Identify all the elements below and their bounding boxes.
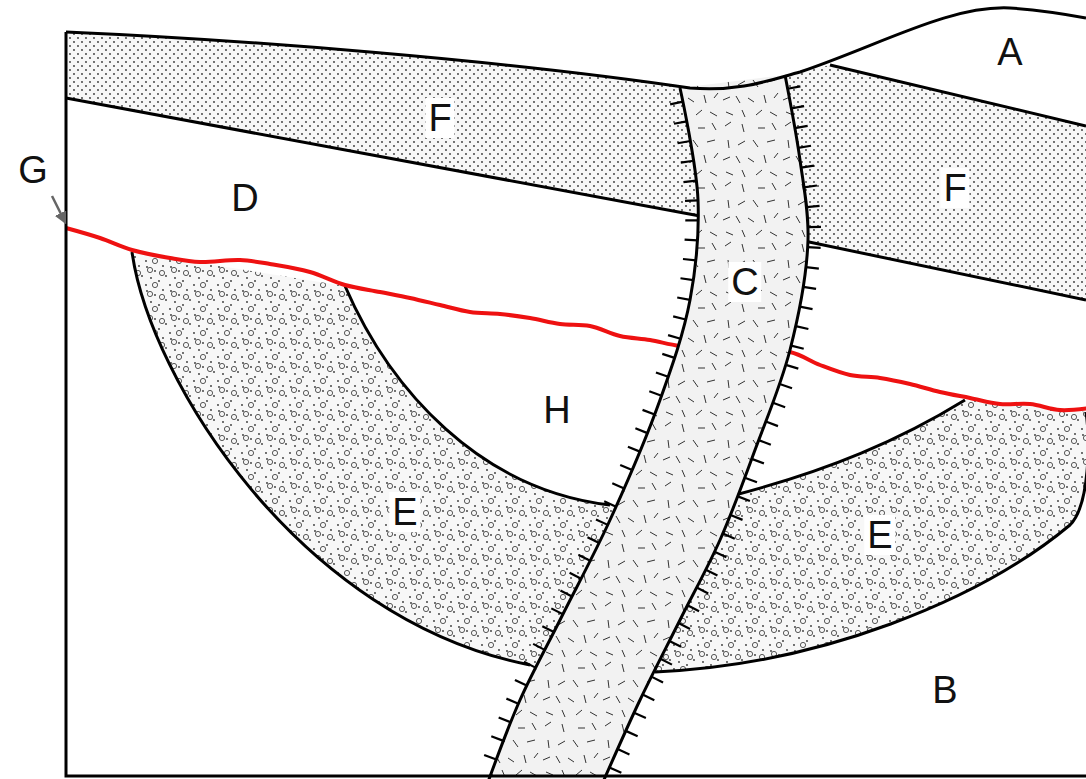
contact-tick (651, 677, 663, 683)
contact-tick (634, 713, 646, 718)
contact-tick (618, 749, 630, 754)
contact-tick (656, 373, 668, 377)
contact-tick (673, 316, 686, 319)
contact-tick (800, 307, 813, 309)
unconformity-line (66, 228, 1086, 410)
contact-tick (660, 659, 672, 665)
contact-tick (715, 552, 727, 558)
contact-tick (685, 239, 698, 242)
contact-tick (635, 428, 647, 433)
contact-tick (643, 410, 655, 415)
contact-tick (579, 555, 591, 561)
contact-tick (506, 699, 518, 704)
contact-tick (628, 447, 640, 452)
layer-f-right (770, 65, 1086, 300)
contact-tick (804, 185, 817, 187)
contact-tick (795, 126, 808, 128)
ground-surface (66, 8, 1086, 89)
contact-tick (806, 267, 819, 268)
contact-tick (791, 346, 804, 349)
contact-tick (551, 608, 563, 614)
contact-tick (677, 298, 690, 300)
contact-tick (542, 626, 554, 632)
contact-tick (697, 587, 709, 593)
contact-tick (808, 226, 821, 229)
contact-tick (803, 287, 816, 289)
contact-tick (780, 384, 792, 388)
contact-tick (796, 326, 809, 329)
contact-tick (560, 590, 572, 596)
contact-line (830, 65, 1086, 126)
contact-tick (533, 644, 545, 650)
contact-tick (596, 519, 608, 524)
contact-tick (685, 219, 698, 221)
contact-tick (643, 695, 655, 701)
contact-tick (524, 662, 536, 668)
dike-contact (603, 75, 808, 779)
unit-label: B (929, 670, 960, 710)
contact-tick (626, 731, 638, 736)
contact-tick (680, 278, 693, 280)
contact-tick (662, 354, 674, 358)
contact-tick (807, 206, 820, 207)
contact-tick (681, 161, 694, 163)
unit-label: F (425, 98, 454, 138)
contact-tick (668, 335, 680, 339)
contact-tick (706, 570, 718, 576)
section-frame (66, 32, 1086, 776)
unit-label: A (994, 32, 1025, 72)
contact-tick (731, 515, 743, 520)
contact-tick (745, 478, 757, 483)
contact-tick (738, 496, 750, 501)
pointer-arrow (52, 196, 65, 222)
dike-body (488, 75, 808, 779)
contact-tick (609, 767, 621, 772)
contact-tick (678, 141, 691, 143)
contact-tick (587, 537, 599, 543)
unit-label: D (228, 178, 261, 218)
contact-tick (484, 755, 496, 760)
contact-tick (801, 166, 814, 168)
unit-label: H (540, 390, 573, 430)
contact-tick (723, 533, 735, 538)
contact-tick (499, 717, 511, 722)
contact-tick (669, 641, 681, 647)
contact-tick (670, 102, 683, 105)
contact-tick (683, 181, 696, 183)
contact-tick (766, 421, 778, 426)
contact-tick (612, 483, 624, 488)
contact-tick (685, 199, 698, 202)
unit-label: F (940, 168, 969, 208)
contact-tick (683, 259, 696, 260)
contact-tick (786, 365, 798, 369)
dike-contact (488, 88, 698, 779)
contact-tick (678, 623, 690, 629)
contact-label: G (15, 150, 51, 190)
contact-tick (491, 736, 503, 741)
contact-tick (788, 86, 801, 88)
contact-tick (791, 106, 804, 108)
sky (66, 0, 1086, 89)
contact-tick (620, 465, 632, 470)
contact-tick (798, 146, 811, 148)
unit-label: E (864, 515, 895, 555)
contact-tick (752, 459, 764, 463)
contact-tick (688, 605, 700, 611)
contact-tick (759, 440, 771, 445)
unit-label: C (728, 262, 761, 302)
contact-tick (808, 246, 821, 249)
contact-tick (570, 573, 582, 579)
contact-tick (649, 391, 661, 395)
contact-line (66, 98, 700, 216)
contact-line (345, 286, 610, 505)
contact-tick (604, 501, 616, 506)
unit-label: E (389, 492, 420, 532)
contact-tick (773, 403, 785, 408)
contact-tick (674, 121, 687, 123)
contact-tick (515, 680, 527, 686)
contact-line (790, 238, 1086, 300)
